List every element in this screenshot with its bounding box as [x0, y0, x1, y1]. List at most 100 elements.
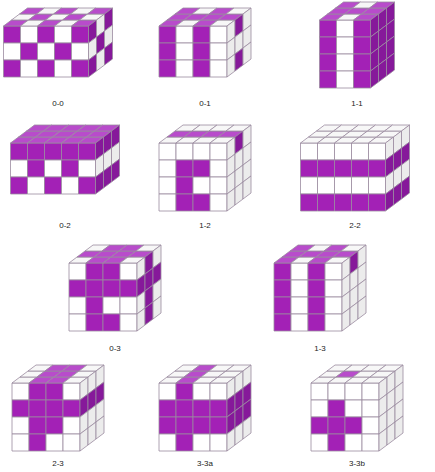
cube-cell [45, 177, 62, 194]
cube-cell [38, 26, 55, 43]
cube-cell [28, 143, 45, 160]
cube-cell [89, 54, 97, 77]
cube-cell [103, 280, 120, 297]
cube-cell [45, 143, 62, 160]
pattern-label: 0-3 [109, 345, 121, 353]
cube-cell [235, 182, 243, 205]
cube-cell [318, 177, 335, 194]
cube-cell [46, 417, 63, 434]
cube-cell [362, 434, 379, 451]
cube-cell [193, 177, 210, 194]
cube-cell [29, 434, 46, 451]
cube-cell [369, 143, 386, 160]
cube-cell [193, 26, 210, 43]
cube-cell [159, 26, 176, 43]
cube-cell [4, 43, 21, 60]
cube-cell [210, 417, 227, 434]
cube-cell [46, 400, 63, 417]
cube-cell [301, 160, 318, 177]
cube-cell [29, 417, 46, 434]
cube-cell [21, 26, 38, 43]
cube-cell [159, 417, 176, 434]
cube-cell [291, 297, 308, 314]
cube-cell [159, 43, 176, 60]
cube-cell [243, 416, 251, 439]
cube-cell [328, 417, 345, 434]
cube-block [69, 245, 161, 331]
cube-cell [325, 280, 342, 297]
cube-cell [387, 422, 395, 445]
cube-cell [72, 43, 89, 60]
cube-cell [350, 302, 358, 325]
cube-cell [328, 434, 345, 451]
cube-cell [337, 20, 354, 37]
cube-cell [193, 43, 210, 60]
cube-cell [386, 188, 394, 211]
cube-cell [311, 383, 328, 400]
cube-cell [176, 383, 193, 400]
cube-cell [96, 171, 104, 194]
cube-block [159, 365, 251, 451]
cube-cell [193, 194, 210, 211]
cube-cell [402, 176, 410, 199]
cube-cell [308, 263, 325, 280]
cube-cell [55, 26, 72, 43]
cube-block [159, 125, 251, 211]
cube-cell [176, 400, 193, 417]
cube-cell [352, 160, 369, 177]
cube-cell [274, 314, 291, 331]
cube-cell [63, 400, 80, 417]
cube-cell [335, 160, 352, 177]
cube-cell [21, 43, 38, 60]
cube-cell [86, 297, 103, 314]
cube-cell [193, 60, 210, 77]
cube-cell [80, 428, 88, 451]
pattern-label: 0-0 [52, 100, 64, 108]
cube-cell [210, 383, 227, 400]
cube-cell [29, 383, 46, 400]
cube-cell [176, 160, 193, 177]
cube-block [311, 365, 403, 451]
cube-cell [96, 416, 104, 439]
cube-cell [354, 37, 371, 54]
cube-cell [352, 143, 369, 160]
cube-cell [63, 383, 80, 400]
cube-cell [320, 37, 337, 54]
cube-cell [291, 263, 308, 280]
cube-cell [193, 417, 210, 434]
cube-cell [120, 263, 137, 280]
cube-cell [193, 143, 210, 160]
cube-cell [12, 400, 29, 417]
cube-cell [69, 280, 86, 297]
cube-cell [38, 43, 55, 60]
cube-cell [274, 297, 291, 314]
cube-cell [120, 280, 137, 297]
cube-cell [210, 194, 227, 211]
cube-cell [11, 143, 28, 160]
cube-cell [159, 383, 176, 400]
cube-block [11, 125, 120, 194]
cube-cell [235, 422, 243, 445]
cube-cell [159, 400, 176, 417]
cube-block [320, 2, 395, 88]
cube-cell [328, 400, 345, 417]
cube-cell [335, 143, 352, 160]
cube-cell [159, 160, 176, 177]
cube-cell [38, 60, 55, 77]
cube-cell [62, 143, 79, 160]
pattern-label: 1-1 [351, 100, 363, 108]
cube-cell [342, 308, 350, 331]
cube-cell [301, 177, 318, 194]
cube-cell [21, 60, 38, 77]
cube-block [12, 365, 104, 451]
cube-cell [320, 20, 337, 37]
cube-cell [176, 60, 193, 77]
cube-cell [301, 143, 318, 160]
cube-cell [176, 194, 193, 211]
cube-cell [176, 417, 193, 434]
cube-cell [227, 188, 235, 211]
cube-cell [29, 400, 46, 417]
cube-cell [28, 160, 45, 177]
cube-cell [318, 160, 335, 177]
cube-cell [159, 434, 176, 451]
